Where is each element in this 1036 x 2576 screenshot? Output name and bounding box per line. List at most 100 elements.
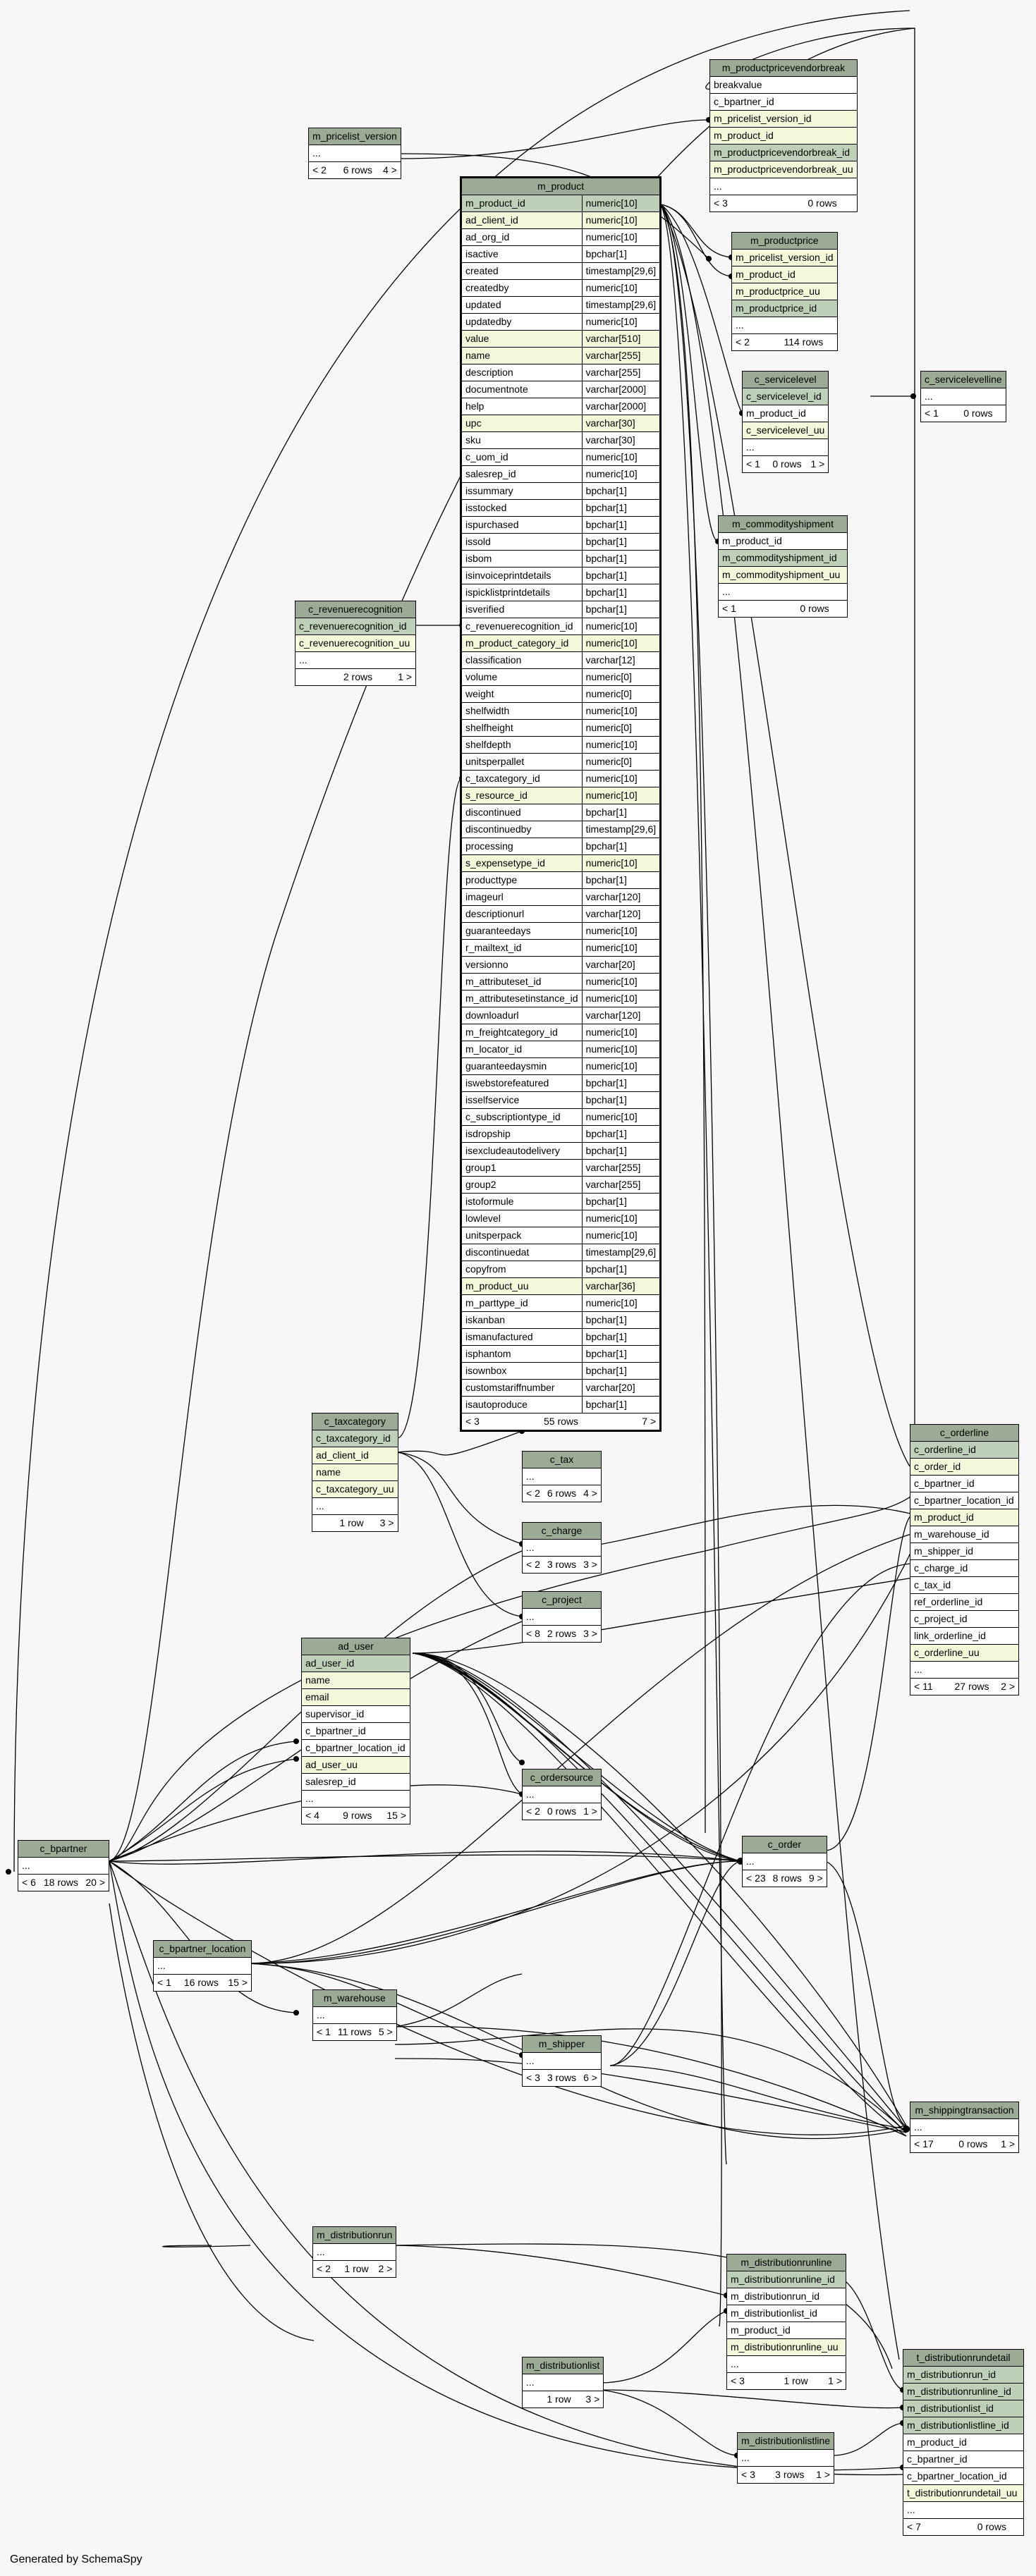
child-count[interactable]: 9 > — [805, 1870, 827, 1887]
parent-count[interactable]: < 2 — [307, 161, 334, 179]
parent-count[interactable]: < 2 — [312, 2260, 337, 2278]
table-header[interactable]: m_pricelist_version — [308, 128, 401, 145]
child-count[interactable]: 1 > — [805, 455, 829, 473]
child-count[interactable]: 3 > — [580, 1556, 602, 1574]
table-header[interactable]: m_distributionlist — [521, 2357, 604, 2374]
table-header[interactable]: c_revenuerecognition — [295, 601, 416, 618]
child-count[interactable]: 20 > — [81, 1874, 109, 1891]
parent-count[interactable] — [312, 1514, 323, 1532]
table-header[interactable]: m_productprice — [731, 232, 838, 250]
parent-count[interactable]: < 3 — [726, 2372, 762, 2390]
child-count[interactable] — [832, 600, 848, 618]
parent-count[interactable]: < 3 — [736, 2466, 764, 2484]
parent-count[interactable]: < 17 — [909, 2135, 945, 2153]
parent-count[interactable]: < 1 — [717, 600, 761, 618]
table-header[interactable]: c_servicelevel — [741, 371, 829, 388]
parent-count[interactable]: < 2 — [521, 1556, 544, 1574]
parent-count[interactable]: < 3 — [460, 1413, 503, 1431]
table-header[interactable]: ad_user — [301, 1638, 410, 1655]
child-count[interactable]: 5 > — [374, 2023, 397, 2041]
parent-count[interactable]: < 2 — [521, 1803, 544, 1820]
parent-count[interactable]: < 4 — [300, 1807, 329, 1824]
table-header[interactable]: m_distributionlistline — [736, 2432, 835, 2450]
table-header[interactable]: m_distributionrunline — [726, 2254, 846, 2271]
table-header[interactable]: c_ordersource — [522, 1769, 602, 1786]
table-header[interactable]: m_shipper — [522, 2035, 602, 2053]
table-header[interactable]: m_commodityshipment — [718, 515, 848, 533]
child-count[interactable]: 3 > — [367, 1514, 398, 1532]
parent-count[interactable]: < 1 — [152, 1974, 177, 1992]
table-header[interactable]: c_tax — [522, 1451, 602, 1468]
table-header[interactable]: c_servicelevelline — [920, 371, 1006, 388]
table-header[interactable]: m_warehouse — [312, 1989, 397, 2007]
child-count[interactable]: 15 > — [221, 1974, 252, 1992]
parent-count[interactable]: < 1 — [312, 2023, 334, 2041]
parent-count[interactable]: < 7 — [902, 2518, 943, 2536]
parent-count[interactable]: < 8 — [521, 1625, 544, 1643]
child-count[interactable]: 1 > — [991, 2135, 1020, 2153]
child-count[interactable]: 3 > — [574, 2391, 604, 2408]
child-count[interactable]: 1 > — [376, 668, 417, 686]
child-count[interactable]: 2 > — [372, 2260, 397, 2278]
parent-count[interactable]: < 2 — [731, 333, 762, 351]
child-count[interactable]: 3 > — [580, 1625, 602, 1643]
child-count[interactable]: 1 > — [580, 1803, 602, 1820]
parent-count[interactable]: < 1 — [920, 405, 949, 422]
child-count[interactable]: 4 > — [375, 161, 401, 179]
child-count[interactable]: 7 > — [582, 1413, 662, 1431]
table-header[interactable]: c_taxcategory — [312, 1413, 398, 1430]
child-count[interactable]: 6 > — [580, 2069, 602, 2087]
table-header[interactable]: t_distributionrundetail — [903, 2349, 1024, 2367]
child-count[interactable]: 1 > — [811, 2372, 846, 2390]
parent-count[interactable]: < 6 — [18, 1874, 40, 1891]
table-header[interactable]: c_orderline — [910, 1424, 1019, 1442]
child-count[interactable] — [1009, 2518, 1024, 2536]
table-header[interactable]: m_distributionrun — [312, 2226, 397, 2244]
child-count[interactable]: 15 > — [375, 1807, 411, 1824]
table-header[interactable]: m_shippingtransaction — [910, 2102, 1019, 2119]
child-count[interactable] — [827, 333, 838, 351]
child-count[interactable] — [840, 195, 858, 212]
parent-count[interactable]: < 1 — [741, 455, 766, 473]
table-header[interactable]: c_charge — [522, 1522, 602, 1540]
child-count[interactable] — [996, 405, 1006, 422]
parent-count[interactable] — [521, 2391, 532, 2408]
parent-count[interactable] — [294, 668, 309, 686]
parent-count[interactable]: < 23 — [741, 1870, 769, 1887]
child-count[interactable]: 4 > — [580, 1485, 602, 1502]
child-count[interactable]: 1 > — [808, 2466, 835, 2484]
parent-count[interactable]: < 2 — [521, 1485, 544, 1502]
parent-count[interactable]: < 11 — [909, 1678, 942, 1695]
table-header[interactable]: m_productpricevendorbreak — [709, 59, 858, 77]
table-header[interactable]: c_order — [742, 1836, 827, 1853]
table-header[interactable]: m_product — [460, 177, 662, 195]
parent-count[interactable]: < 3 — [709, 195, 759, 212]
table-header[interactable]: c_bpartner — [18, 1840, 109, 1858]
